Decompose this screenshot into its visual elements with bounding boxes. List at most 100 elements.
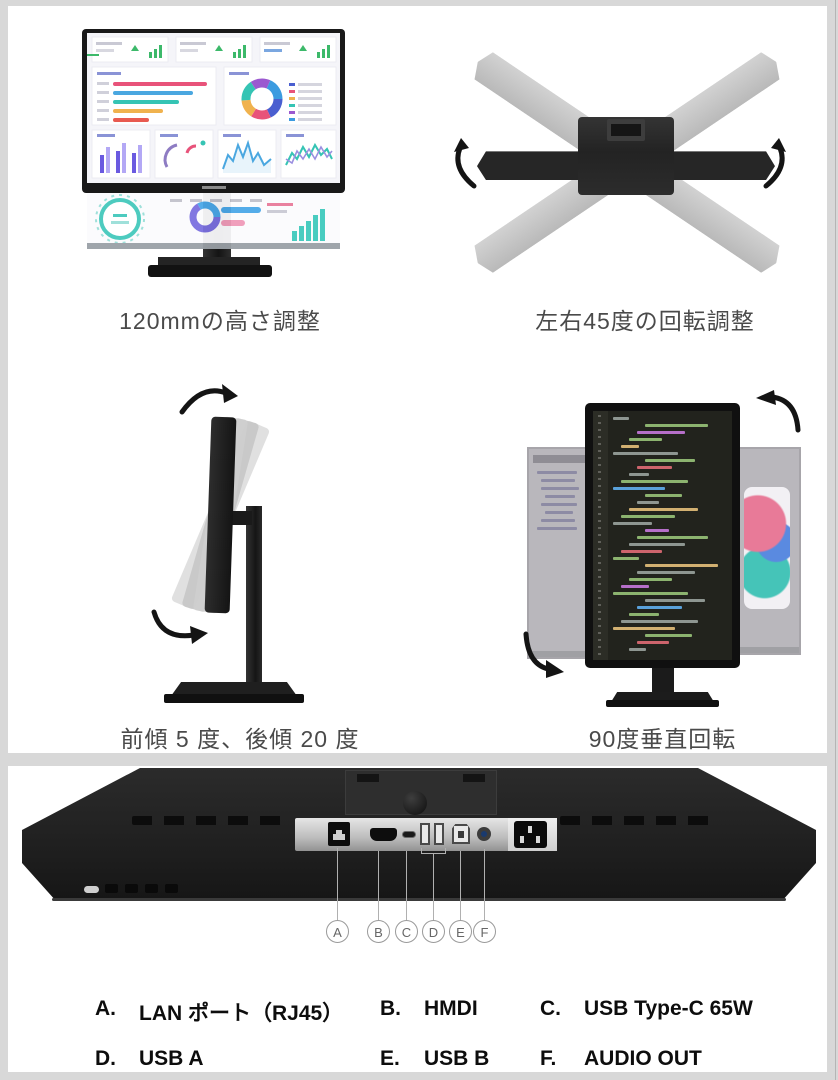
code-line bbox=[637, 606, 682, 609]
usb-b-port bbox=[452, 824, 470, 844]
code-line bbox=[637, 571, 695, 574]
code-lines bbox=[611, 414, 729, 658]
code-line bbox=[613, 417, 629, 420]
code-line bbox=[645, 529, 669, 532]
ghost-bezel bbox=[736, 647, 799, 653]
usb-a-port-1 bbox=[420, 823, 430, 845]
code-line bbox=[645, 599, 705, 602]
bottom-edge bbox=[52, 898, 786, 901]
code-line bbox=[629, 438, 662, 441]
code-line bbox=[645, 424, 708, 427]
legend-label: AUDIO OUT bbox=[584, 1047, 702, 1070]
tilt-base bbox=[164, 694, 304, 703]
code-line bbox=[637, 466, 672, 469]
code-line bbox=[645, 459, 695, 462]
monitor-stand-base bbox=[148, 265, 272, 277]
legend-key: F. bbox=[540, 1047, 557, 1070]
legend-key: D. bbox=[95, 1047, 116, 1070]
code-line bbox=[645, 564, 718, 567]
code-line bbox=[645, 494, 682, 497]
port-label-f: F bbox=[473, 920, 496, 943]
monitor-stand-base-top bbox=[158, 257, 260, 266]
brand-mark bbox=[202, 186, 226, 189]
legend-label: LAN ポート（RJ45） bbox=[139, 1002, 344, 1025]
code-line bbox=[621, 445, 639, 448]
tilt-arrow-bottom bbox=[151, 609, 208, 644]
caption-swivel: 左右45度の回転調整 bbox=[535, 308, 755, 334]
code-line bbox=[621, 585, 649, 588]
vent-left bbox=[132, 816, 286, 825]
code-line bbox=[613, 452, 678, 455]
vesa-slot-left bbox=[357, 774, 379, 782]
legend-hdmi: B. HMDI bbox=[380, 997, 478, 1021]
pivot-arrow-top bbox=[756, 390, 801, 433]
port-label-a: A bbox=[326, 920, 349, 943]
legend-lan: A. LAN ポート（RJ45） bbox=[95, 997, 343, 1027]
legend-usb-c: C. USB Type-C 65W bbox=[540, 997, 753, 1021]
caption-height-adjust: 120mmの高さ調整 bbox=[119, 308, 321, 334]
port-label-d: D bbox=[422, 920, 445, 943]
leader-e bbox=[460, 851, 461, 921]
port-label-e: E bbox=[449, 920, 472, 943]
hdmi-port bbox=[370, 828, 397, 841]
vesa-slot-right bbox=[463, 774, 485, 782]
power-inlet bbox=[514, 821, 547, 848]
power-pin bbox=[520, 836, 524, 843]
port-label-b: B bbox=[367, 920, 390, 943]
code-screen bbox=[593, 411, 732, 660]
power-pin bbox=[536, 836, 540, 843]
code-line bbox=[629, 578, 672, 581]
audio-out-jack bbox=[477, 827, 491, 841]
tilt-base-top bbox=[171, 682, 297, 696]
ghost-window-titlebar bbox=[533, 455, 585, 463]
code-line bbox=[613, 522, 652, 525]
tilt-arrow-top bbox=[179, 384, 238, 415]
code-line bbox=[621, 550, 662, 553]
pivot-arrow-bottom bbox=[523, 631, 564, 678]
lan-port bbox=[328, 822, 350, 846]
leader-d-stub bbox=[421, 848, 422, 854]
code-line bbox=[613, 627, 675, 630]
code-line bbox=[613, 592, 688, 595]
legend-usb-b: E. USB B bbox=[380, 1047, 489, 1071]
code-line bbox=[629, 508, 698, 511]
vent-right bbox=[560, 816, 714, 825]
code-line bbox=[621, 480, 688, 483]
legend-audio: F. AUDIO OUT bbox=[540, 1047, 702, 1071]
code-line bbox=[629, 543, 685, 546]
pivot-base bbox=[606, 700, 719, 707]
caption-pivot: 90度垂直回転 bbox=[588, 726, 737, 752]
audio-jack-hole bbox=[481, 831, 487, 837]
swivel-arrow-left bbox=[454, 138, 477, 189]
code-line bbox=[621, 515, 675, 518]
ghost-photo bbox=[744, 487, 790, 609]
lower-position-screen bbox=[87, 193, 340, 249]
leader-d-stub bbox=[445, 848, 446, 854]
monitor-front bbox=[82, 29, 345, 193]
code-line bbox=[613, 487, 665, 490]
legend-key: C. bbox=[540, 997, 561, 1020]
code-line bbox=[637, 431, 685, 434]
power-button bbox=[84, 886, 99, 893]
legend-key: B. bbox=[380, 997, 401, 1020]
legend-label: USB B bbox=[424, 1047, 490, 1070]
leader-d bbox=[433, 853, 434, 921]
page-edge-line bbox=[835, 0, 836, 1080]
code-line bbox=[629, 648, 646, 651]
caption-tilt: 前傾 5 度、後傾 20 度 bbox=[120, 726, 360, 752]
usb-b-slot bbox=[458, 831, 464, 838]
code-line bbox=[637, 641, 669, 644]
osd-button bbox=[145, 884, 158, 893]
legend-label: USB A bbox=[139, 1047, 204, 1070]
code-line bbox=[621, 620, 698, 623]
pivot-stand-column bbox=[652, 668, 674, 694]
osd-button bbox=[165, 884, 178, 893]
code-line bbox=[613, 557, 639, 560]
port-label-c: C bbox=[395, 920, 418, 943]
leader-a bbox=[337, 848, 338, 921]
code-line bbox=[637, 501, 659, 504]
code-line bbox=[629, 613, 659, 616]
pivot-base-top bbox=[611, 692, 714, 702]
legend-label: USB Type-C 65W bbox=[584, 997, 753, 1020]
